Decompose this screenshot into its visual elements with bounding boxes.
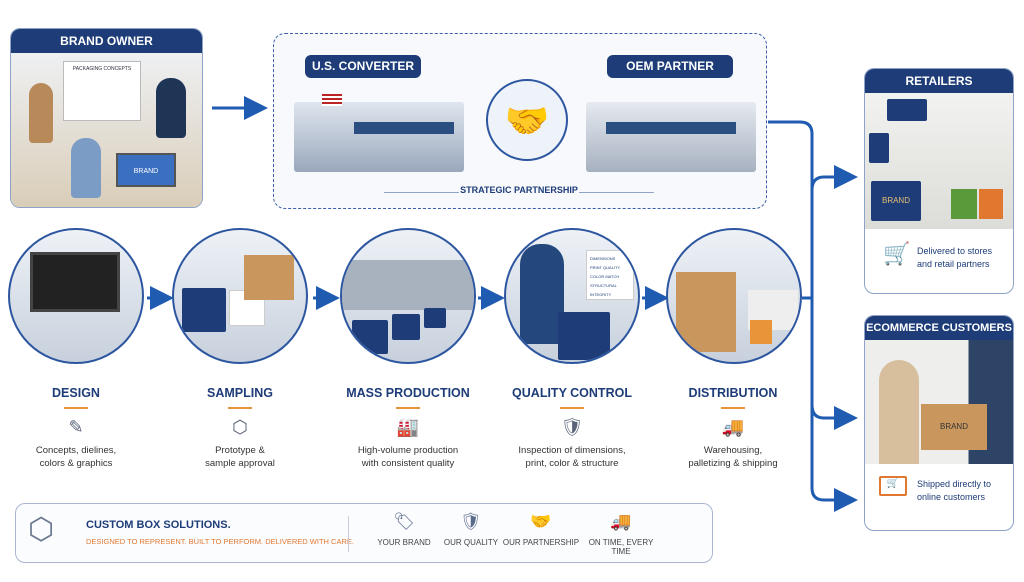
factory-icon: 🏭 xyxy=(396,417,420,437)
tag-icon: 🏷 xyxy=(393,512,415,531)
pencil-note-icon: ✎ xyxy=(68,417,84,437)
distribution-image xyxy=(666,228,802,364)
strategic-partnership-label: STRATEGIC PARTNERSHIP xyxy=(459,185,579,195)
step-title: DESIGN xyxy=(52,386,100,400)
sampling-image xyxy=(172,228,308,364)
converter-building xyxy=(294,94,464,172)
step-distribution: DISTRIBUTION🚚Warehousing,palletizing & s… xyxy=(658,386,808,470)
step-title: SAMPLING xyxy=(207,386,273,400)
box-icon: ⬡ xyxy=(232,417,248,437)
bottom-banner: ⬡ CUSTOM BOX SOLUTIONS. DESIGNED TO REPR… xyxy=(15,503,713,563)
step-title: QUALITY CONTROL xyxy=(512,386,632,400)
retail-shelf-image: BRAND xyxy=(865,93,1013,229)
arrow-to-online xyxy=(768,120,858,512)
us-flag-icon xyxy=(322,94,342,106)
banner-tagline: DESIGNED TO REPRESENT. BUILT TO PERFORM.… xyxy=(86,537,354,546)
step-title: MASS PRODUCTION xyxy=(346,386,470,400)
step-sampling: SAMPLING⬡Prototype &sample approval xyxy=(165,386,315,470)
customer-image: BRAND xyxy=(865,340,1013,464)
retailers-title: RETAILERS xyxy=(865,69,1013,93)
feature-our-quality: 🛡OUR QUALITY xyxy=(431,512,511,547)
us-converter-label: U.S. CONVERTER xyxy=(305,55,421,78)
windows xyxy=(354,122,454,134)
concept-board: PACKAGING CONCEPTS xyxy=(63,61,141,121)
brand-owner-card: BRAND OWNER PACKAGING CONCEPTS BRAND xyxy=(10,28,203,208)
divider xyxy=(348,516,349,552)
banner-title: CUSTOM BOX SOLUTIONS. xyxy=(86,519,231,531)
arrow-to-ecommerce xyxy=(810,404,858,430)
feature-our-time: 🚚ON TIME, EVERY TIME xyxy=(581,512,661,556)
box-icon: ⬡ xyxy=(28,513,55,546)
step-quality-control: QUALITY CONTROL🛡Inspection of dimensions… xyxy=(497,386,647,470)
oem-partner-label: OEM PARTNER xyxy=(607,55,733,78)
mass-production-image xyxy=(340,228,476,364)
step-title: DISTRIBUTION xyxy=(688,386,778,400)
handshake-icon: 🤝 xyxy=(486,79,568,161)
laptop: BRAND xyxy=(116,153,176,187)
brand-owner-illustration: PACKAGING CONCEPTS BRAND xyxy=(11,53,202,207)
shopping-cart-icon: 🛒 xyxy=(883,241,911,266)
arrow-to-retailers xyxy=(810,165,858,191)
brand-owner-title: BRAND OWNER xyxy=(11,29,202,53)
partnership-box: U.S. CONVERTER OEM PARTNER 🤝 STRATEGIC P… xyxy=(273,33,767,209)
design-image xyxy=(8,228,144,364)
truck-icon: 🚚 xyxy=(721,417,745,437)
windows xyxy=(606,122,736,134)
person xyxy=(29,83,53,143)
shield-check-icon: 🛡 xyxy=(560,417,584,437)
oem-building xyxy=(586,102,756,172)
ecommerce-desc: Shipped directly to xyxy=(917,479,992,489)
step-desc: Concepts, dielines, xyxy=(35,445,117,456)
ecommerce-title: ECOMMERCE CUSTOMERS xyxy=(865,316,1013,340)
person xyxy=(71,138,101,198)
ecommerce-card: ECOMMERCE CUSTOMERS BRAND 🛒 Shipped dire… xyxy=(864,315,1014,531)
handshake-icon: 🤝 xyxy=(530,512,552,531)
retailers-desc: Delivered to stores xyxy=(917,246,993,256)
shield-icon: 🛡 xyxy=(460,512,482,531)
person xyxy=(156,78,186,138)
feature-your-brand: 🏷YOUR BRAND xyxy=(364,512,444,547)
truck-icon: 🚚 xyxy=(610,512,632,531)
step-design: DESIGN✎Concepts, dielines,colors & graph… xyxy=(1,386,151,470)
laptop-cart-icon: 🛒 xyxy=(879,476,907,496)
feature-our-partnership: 🤝OUR PARTNERSHIP xyxy=(502,512,580,547)
